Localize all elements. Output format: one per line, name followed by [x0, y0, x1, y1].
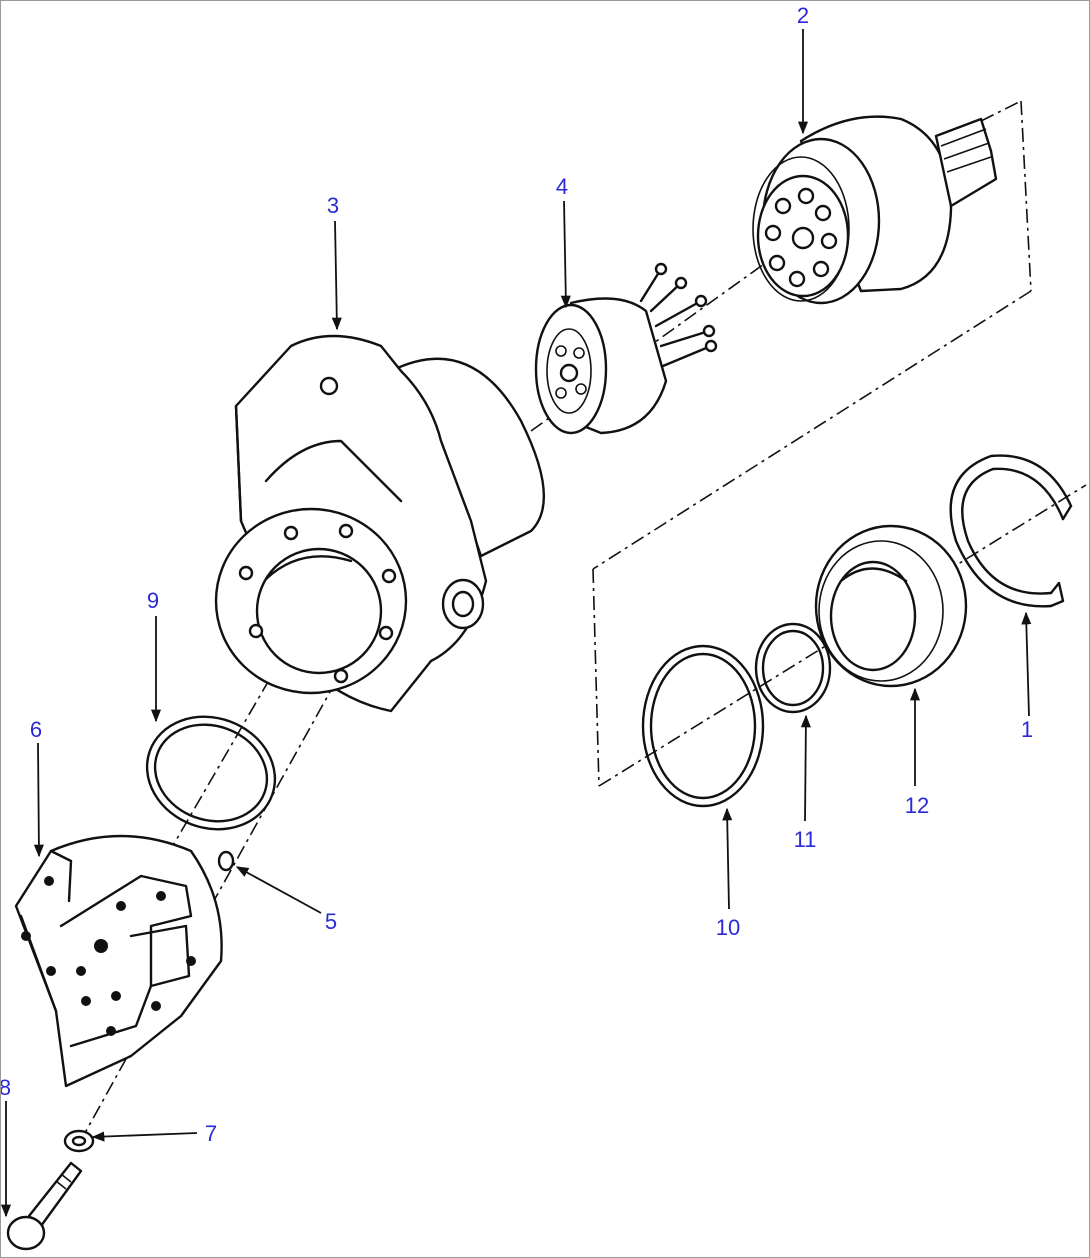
callout-5: 5 — [325, 909, 337, 934]
callout-12: 12 — [905, 793, 929, 818]
part-11-seal — [754, 622, 832, 714]
callout-6: 6 — [30, 717, 42, 742]
part-2-shaft-assembly — [752, 115, 998, 305]
callout-7: 7 — [205, 1121, 217, 1146]
part-7-lock-washer — [63, 1129, 95, 1153]
part-4-piston-block — [534, 262, 718, 435]
callout-11: 11 — [794, 827, 817, 852]
part-12-seal-housing — [814, 524, 968, 688]
part-8-bolt — [6, 1161, 83, 1251]
part-10-o-ring — [641, 644, 765, 808]
callout-9: 9 — [147, 588, 159, 613]
callout-1: 1 — [1021, 717, 1033, 742]
part-1-snap-ring — [949, 454, 1073, 608]
callout-3: 3 — [327, 193, 339, 218]
callout-4: 4 — [556, 174, 568, 199]
leader-lines — [1, 29, 1032, 1218]
callout-8: 8 — [1, 1075, 11, 1100]
part-5-dowel-pin — [217, 850, 235, 872]
callout-2: 2 — [797, 3, 809, 28]
callout-10: 10 — [716, 915, 740, 940]
part-3-motor-housing — [214, 334, 546, 713]
part-6-bracket — [14, 834, 223, 1088]
part-9-o-ring — [145, 715, 277, 831]
callout-labels: 1 2 3 4 5 6 7 8 9 10 11 12 — [1, 3, 1033, 1146]
